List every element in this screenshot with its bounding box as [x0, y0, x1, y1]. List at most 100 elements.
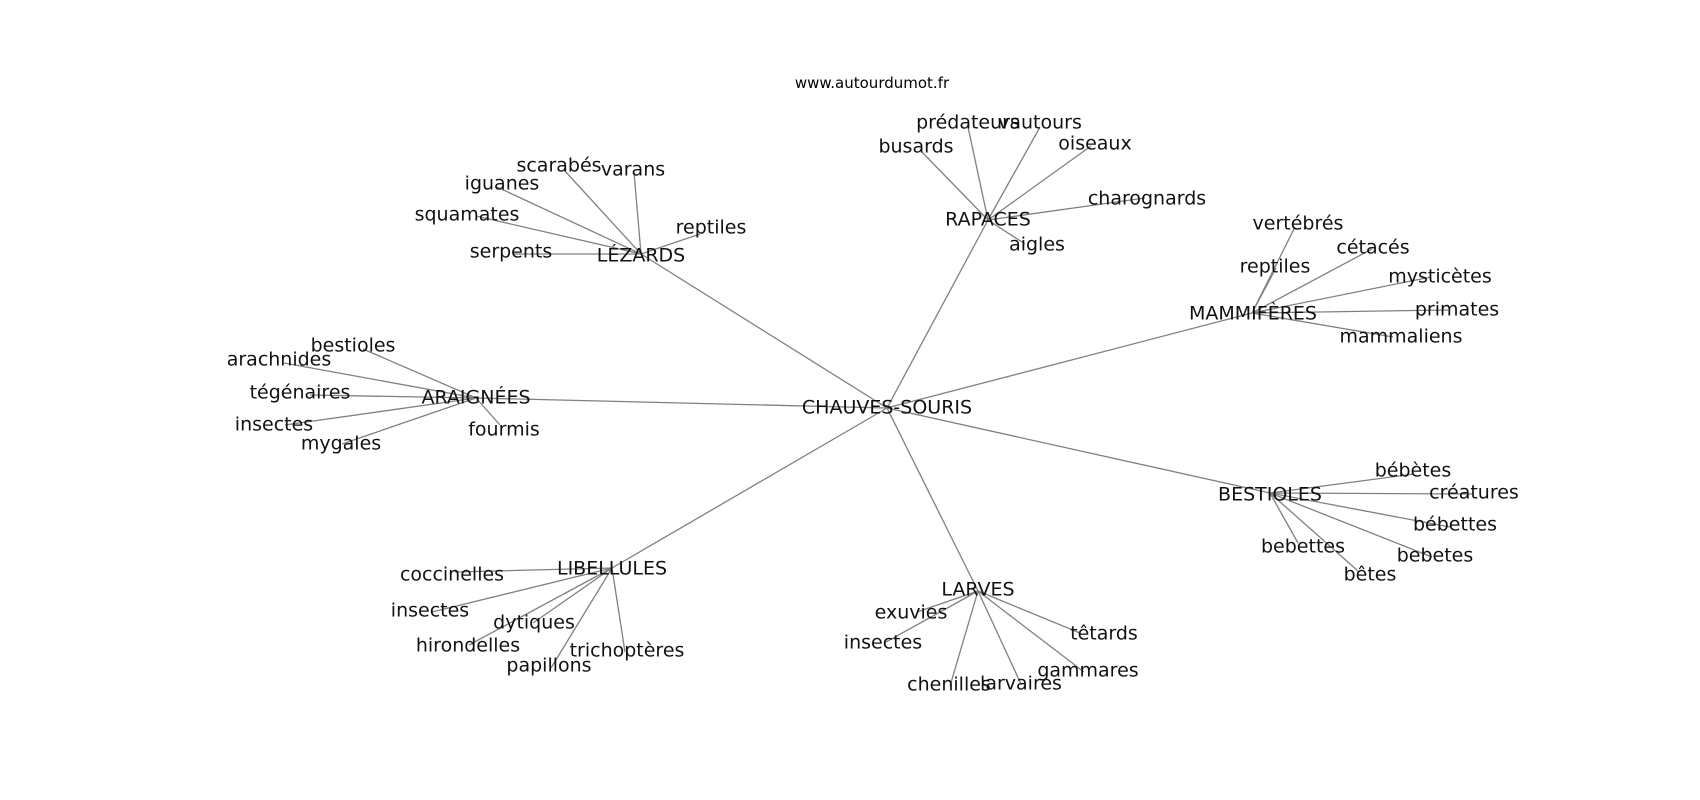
edge-group-to-word: [977, 590, 1081, 634]
edge-group-to-word: [987, 197, 1146, 221]
edge-group-to-word: [977, 590, 1085, 673]
word-node-label: vertébrés: [1252, 212, 1344, 235]
edge-group-to-word: [454, 567, 613, 573]
center-node-label: CHAUVES-SOURIS: [801, 396, 973, 419]
word-node-label: iguanes: [464, 172, 540, 195]
word-node-label: varans: [600, 158, 666, 181]
edge-group-to-word: [550, 567, 613, 669]
edge-group-to-word: [1269, 492, 1451, 528]
edge-group-to-word: [885, 590, 979, 643]
edge-group-to-word: [987, 126, 1041, 221]
edge-group-to-word: [532, 567, 613, 624]
edge-group-to-word: [1251, 309, 1449, 314]
group-node-label: MAMMIFÈRES: [1189, 302, 1317, 325]
word-node-label: bébettes: [1413, 513, 1497, 536]
edge-group-to-word: [640, 233, 701, 255]
word-node-label: coccinelles: [399, 563, 505, 586]
group-node-label: LARVES: [941, 578, 1015, 601]
word-node-label: hirondelles: [415, 634, 521, 657]
word-node-label: reptiles: [675, 216, 747, 239]
edge-group-to-word: [475, 397, 501, 426]
word-node-label: bébètes: [1374, 459, 1452, 482]
edge-group-to-word: [341, 397, 477, 445]
edge-group-to-word: [563, 169, 642, 255]
word-node-label: insectes: [234, 413, 314, 436]
edge-group-to-word: [1269, 492, 1473, 495]
word-node-label: exuvies: [874, 601, 948, 624]
edge-group-to-word: [919, 149, 989, 221]
edge-group-to-word: [987, 145, 1092, 221]
word-node-label: dytiques: [493, 611, 575, 634]
group-node-label: LÉZARDS: [596, 244, 686, 267]
edge-center-to-group: [475, 397, 888, 409]
word-node-label: mygales: [300, 432, 382, 455]
edge-group-to-word: [949, 590, 979, 687]
source-watermark: www.autourdumot.fr: [794, 74, 950, 92]
edge-group-to-word: [611, 567, 626, 653]
word-node-label: têtards: [1070, 622, 1138, 645]
edge-group-to-word: [496, 186, 642, 255]
edge-group-to-word: [916, 590, 979, 613]
edge-center-to-group: [611, 407, 888, 569]
group-node-label: RAPACES: [945, 208, 1031, 231]
word-node-label: fourmis: [468, 418, 540, 441]
word-node-label: serpents: [469, 240, 553, 263]
edge-group-to-word: [468, 567, 613, 646]
word-node-label: insectes: [843, 631, 923, 654]
group-node-label: LIBELLULES: [556, 557, 668, 580]
word-node-label: prédateurs: [916, 111, 1020, 134]
word-node-label: arachnides: [226, 348, 332, 371]
edge-group-to-word: [1269, 492, 1299, 544]
edge-group-to-word: [362, 348, 477, 399]
edge-group-to-word: [309, 394, 477, 399]
word-node-label: tégénaires: [249, 381, 351, 404]
edge-center-to-group: [886, 312, 1253, 409]
edge-group-to-word: [1251, 276, 1432, 314]
word-node-label: larvaires: [980, 672, 1062, 695]
word-node-label: trichoptères: [569, 639, 685, 662]
edge-group-to-word: [967, 126, 989, 221]
word-node-label: oiseaux: [1058, 132, 1132, 155]
word-node-label: cétacés: [1336, 236, 1410, 259]
word-node-label: aigles: [1009, 233, 1065, 256]
word-node-label: bêtes: [1343, 563, 1397, 586]
word-node-label: primates: [1414, 298, 1500, 321]
word-node-label: gammares: [1037, 659, 1139, 682]
word-node-label: scarabés: [516, 154, 602, 177]
word-node-label: insectes: [390, 599, 470, 622]
edge-center-to-group: [640, 253, 888, 409]
word-node-label: reptiles: [1239, 255, 1311, 278]
group-node-label: BESTIOLES: [1218, 483, 1322, 506]
group-node-label: ARAIGNÉES: [421, 386, 531, 409]
edge-group-to-word: [633, 171, 642, 255]
word-node-label: créatures: [1429, 481, 1519, 504]
word-node-label: bestioles: [310, 334, 396, 357]
edge-group-to-word: [1269, 473, 1415, 494]
word-node-label: bebetes: [1396, 544, 1474, 567]
word-node-label: mysticètes: [1388, 265, 1492, 288]
edge-group-to-word: [1251, 267, 1277, 314]
edge-group-to-word: [431, 567, 613, 613]
edge-group-to-word: [1251, 248, 1373, 314]
edge-center-to-group: [886, 407, 1271, 494]
word-node-label: busards: [878, 135, 954, 158]
edge-group-to-word: [283, 362, 477, 399]
edge-group-to-word: [977, 590, 1022, 685]
word-node-label: chenilles: [907, 673, 991, 696]
edge-group-to-word: [284, 397, 477, 426]
word-node-label: bebettes: [1261, 535, 1345, 558]
word-node-label: squamates: [414, 203, 520, 226]
edge-group-to-word: [1251, 312, 1394, 338]
edge-group-to-word: [1269, 492, 1359, 572]
edge-center-to-group: [886, 407, 979, 592]
edge-group-to-word: [987, 219, 1026, 245]
edge-group-to-word: [1269, 492, 1433, 558]
word-node-label: papillons: [506, 654, 592, 677]
edge-group-to-word: [475, 215, 642, 255]
word-node-label: mammaliens: [1339, 325, 1463, 348]
word-node-label: charognards: [1087, 187, 1207, 210]
word-node-label: vautours: [998, 111, 1082, 134]
edge-center-to-group: [886, 219, 989, 409]
